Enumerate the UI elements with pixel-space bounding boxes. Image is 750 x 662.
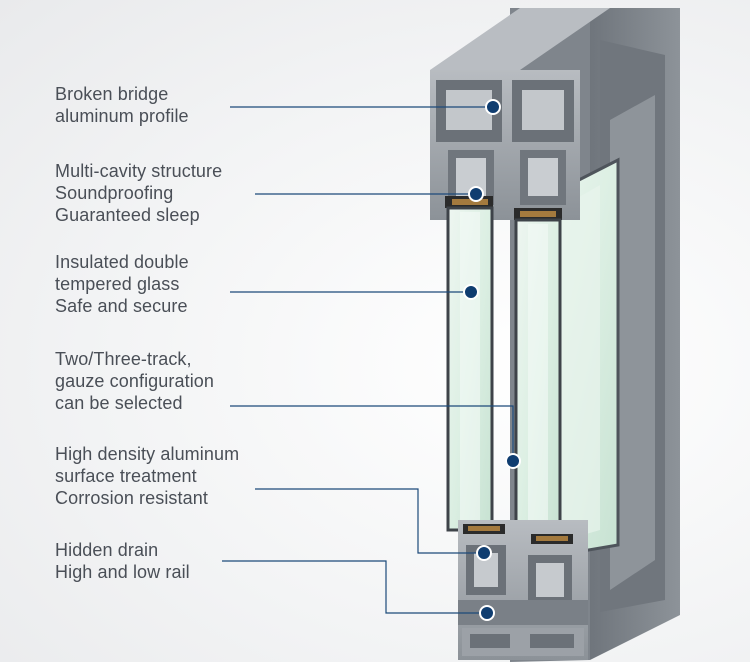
callout-line: tempered glass	[55, 274, 180, 294]
callout-line: High density aluminum	[55, 444, 240, 464]
callout-line: aluminum profile	[55, 106, 189, 126]
callout-track-config: Two/Three-track, gauze configuration can…	[55, 348, 214, 414]
callout-line: High and low rail	[55, 562, 190, 582]
marker-insulated-glass	[463, 284, 479, 300]
callout-line: Safe and secure	[55, 296, 188, 316]
callout-line: Two/Three-track,	[55, 349, 192, 369]
callout-line: Multi-cavity structure	[55, 161, 223, 181]
callout-line: Soundproofing	[55, 183, 174, 203]
callout-line: Guaranteed sleep	[55, 205, 200, 225]
callout-surface-treatment: High density aluminum surface treatment …	[55, 443, 239, 509]
leader-line-surface-treatment	[255, 488, 484, 554]
sash-glass-units	[446, 206, 562, 547]
leader-line-hidden-drain	[222, 560, 487, 614]
callout-insulated-glass: Insulated double tempered glass Safe and…	[55, 251, 189, 317]
marker-multi-cavity	[468, 186, 484, 202]
callout-hidden-drain: Hidden drain High and low rail	[55, 539, 190, 583]
callout-line: Corrosion resistant	[55, 488, 208, 508]
marker-track-config	[505, 453, 521, 469]
callout-broken-bridge: Broken bridge aluminum profile	[55, 83, 189, 127]
callout-line: Hidden drain	[55, 540, 159, 560]
marker-broken-bridge	[485, 99, 501, 115]
callout-line: gauze configuration	[55, 371, 215, 391]
leader-lines	[222, 106, 514, 614]
marker-hidden-drain	[479, 605, 495, 621]
leader-line-track-config	[230, 405, 514, 461]
bottom-profile	[458, 520, 588, 660]
callout-line: Insulated double	[55, 252, 189, 272]
callout-line: can be selected	[55, 393, 183, 413]
callout-multi-cavity: Multi-cavity structure Soundproofing Gua…	[55, 160, 222, 226]
marker-surface-treatment	[476, 545, 492, 561]
callout-line: surface treatment	[55, 466, 197, 486]
callout-line: Broken bridge	[55, 84, 169, 104]
callout-markers	[463, 99, 521, 621]
